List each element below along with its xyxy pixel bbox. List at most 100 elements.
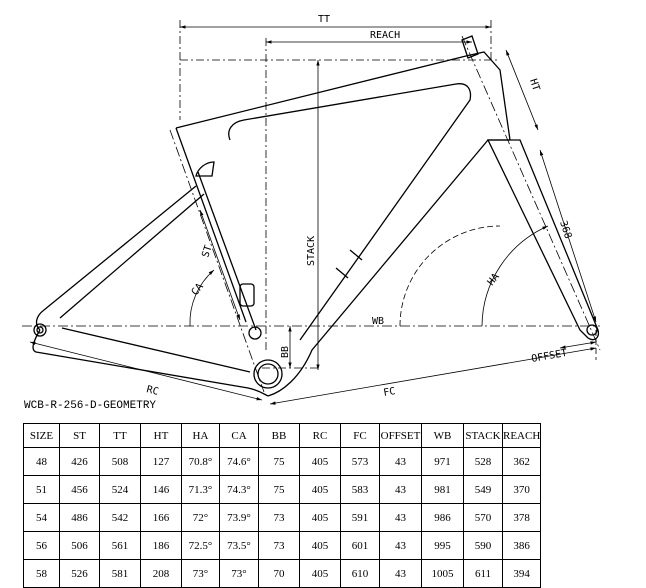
table-cell: 405 bbox=[299, 503, 341, 532]
table-cell: 70 bbox=[258, 559, 300, 588]
model-title: WCB-R-256-D-GEOMETRY bbox=[24, 400, 157, 412]
stack-label: STACK bbox=[306, 236, 317, 266]
table-cell: 508 bbox=[99, 447, 141, 476]
table-cell: 43 bbox=[379, 503, 422, 532]
table-cell: 74.3° bbox=[219, 475, 259, 504]
table-cell: 73° bbox=[181, 559, 220, 588]
tt-label: TT bbox=[318, 14, 330, 25]
table-cell: 610 bbox=[340, 559, 380, 588]
col-header: RC bbox=[299, 423, 341, 448]
table-cell: 386 bbox=[501, 531, 542, 560]
offset-label: OFFSET bbox=[531, 348, 568, 365]
bb-label: BB bbox=[280, 346, 291, 358]
table-cell: 405 bbox=[299, 447, 341, 476]
dimension-lines bbox=[22, 20, 601, 405]
table-cell: 48 bbox=[23, 447, 60, 476]
table-cell: 75 bbox=[258, 447, 300, 476]
ca-label: CA bbox=[190, 282, 206, 298]
table-cell: 995 bbox=[421, 531, 464, 560]
reach-label: REACH bbox=[370, 30, 400, 41]
table-cell: 56 bbox=[23, 531, 60, 560]
table-cell: 43 bbox=[379, 475, 422, 504]
table-cell: 70.8° bbox=[181, 447, 220, 476]
table-cell: 549 bbox=[463, 475, 503, 504]
col-header: REACH bbox=[501, 423, 542, 448]
table-cell: 186 bbox=[140, 531, 182, 560]
col-header: CA bbox=[219, 423, 259, 448]
rc-label: RC bbox=[145, 384, 159, 398]
col-header: TT bbox=[99, 423, 141, 448]
fc-label: FC bbox=[383, 386, 397, 399]
table-cell: 43 bbox=[379, 531, 422, 560]
col-header: HA bbox=[181, 423, 220, 448]
table-cell: 394 bbox=[501, 559, 542, 588]
col-header: FC bbox=[340, 423, 380, 448]
table-cell: 573 bbox=[340, 447, 380, 476]
table-cell: 73° bbox=[219, 559, 259, 588]
col-header: BB bbox=[258, 423, 300, 448]
table-cell: 986 bbox=[421, 503, 464, 532]
table-cell: 542 bbox=[99, 503, 141, 532]
table-cell: 74.6° bbox=[219, 447, 259, 476]
col-header: OFFSET bbox=[379, 423, 422, 448]
table-cell: 590 bbox=[463, 531, 503, 560]
col-header: STACK bbox=[463, 423, 503, 448]
table-cell: 456 bbox=[59, 475, 100, 504]
table-cell: 528 bbox=[463, 447, 503, 476]
table-cell: 426 bbox=[59, 447, 100, 476]
col-header: WB bbox=[421, 423, 464, 448]
table-cell: 72° bbox=[181, 503, 220, 532]
table-cell: 601 bbox=[340, 531, 380, 560]
table-cell: 378 bbox=[501, 503, 542, 532]
table-cell: 981 bbox=[421, 475, 464, 504]
st-label: ST bbox=[200, 244, 214, 259]
bike-frame bbox=[32, 35, 600, 397]
table-cell: 362 bbox=[501, 447, 542, 476]
table-header-row: SIZE ST TT HT HA CA BB RC FC OFFSET WB S… bbox=[23, 423, 542, 448]
table-cell: 611 bbox=[463, 559, 503, 588]
table-cell: 72.5° bbox=[181, 531, 220, 560]
table-cell: 581 bbox=[99, 559, 141, 588]
table-cell: 524 bbox=[99, 475, 141, 504]
table-cell: 506 bbox=[59, 531, 100, 560]
table-cell: 570 bbox=[463, 503, 503, 532]
table-cell: 73.5° bbox=[219, 531, 259, 560]
table-cell: 127 bbox=[140, 447, 182, 476]
table-cell: 370 bbox=[501, 475, 542, 504]
col-header: SIZE bbox=[23, 423, 60, 448]
table-cell: 405 bbox=[299, 531, 341, 560]
table-cell: 75 bbox=[258, 475, 300, 504]
table-cell: 405 bbox=[299, 559, 341, 588]
table-cell: 583 bbox=[340, 475, 380, 504]
fork-length-label: 368 bbox=[557, 220, 573, 241]
table-cell: 405 bbox=[299, 475, 341, 504]
table-cell: 1005 bbox=[421, 559, 464, 588]
table-cell: 43 bbox=[379, 559, 422, 588]
frame-geometry-diagram: TT REACH HT STACK ST CA HA BB WB RC FC O… bbox=[22, 14, 601, 405]
table-cell: 73.9° bbox=[219, 503, 259, 532]
table-cell: 43 bbox=[379, 447, 422, 476]
table-cell: 561 bbox=[99, 531, 141, 560]
table-cell: 73 bbox=[258, 503, 300, 532]
col-header: ST bbox=[59, 423, 100, 448]
ht-label: HT bbox=[527, 78, 541, 93]
table-cell: 146 bbox=[140, 475, 182, 504]
geometry-table: SIZE ST TT HT HA CA BB RC FC OFFSET WB S… bbox=[23, 423, 542, 588]
table-cell: 54 bbox=[23, 503, 60, 532]
table-cell: 526 bbox=[59, 559, 100, 588]
table-cell: 591 bbox=[340, 503, 380, 532]
table-cell: 51 bbox=[23, 475, 60, 504]
table-cell: 73 bbox=[258, 531, 300, 560]
wb-label: WB bbox=[372, 316, 384, 327]
table-cell: 208 bbox=[140, 559, 182, 588]
ha-label: HA bbox=[486, 272, 502, 288]
table-cell: 58 bbox=[23, 559, 60, 588]
col-header: HT bbox=[140, 423, 182, 448]
table-cell: 71.3° bbox=[181, 475, 220, 504]
